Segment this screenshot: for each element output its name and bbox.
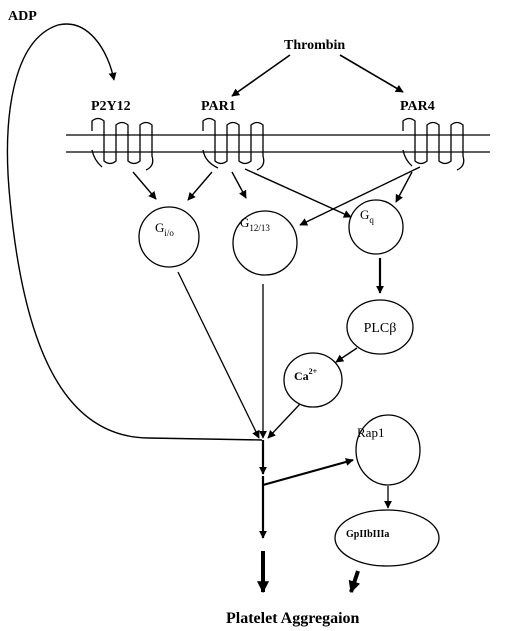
gq-label: Gq	[360, 207, 374, 225]
plcb-node	[346, 299, 414, 355]
ca-label-sup: 2+	[309, 367, 318, 376]
g1213-node	[232, 210, 298, 276]
platelet-aggregation-label: Platelet Aggregaion	[226, 610, 360, 627]
rap1-node	[355, 414, 421, 486]
cell-membrane	[66, 134, 490, 153]
adp-label: ADP	[8, 9, 37, 24]
par1-receptor-icon	[202, 117, 265, 171]
par4-receptor-icon	[402, 117, 465, 171]
gpiib-label: GpIIbIIIa	[346, 529, 389, 540]
ca-label: Ca2+	[294, 367, 318, 383]
gio-label-base: G	[155, 220, 164, 235]
gio-label-sub: i/o	[164, 228, 174, 238]
pathway-arrows	[6, 23, 421, 594]
gq-label-base: G	[360, 207, 369, 222]
gpiib-node	[334, 509, 440, 567]
rap1-label: Rap1	[357, 425, 384, 440]
gio-label: Gi/o	[155, 220, 174, 238]
gq-label-sub: q	[369, 215, 374, 225]
par4-label: PAR4	[400, 99, 435, 114]
ca-label-base: Ca	[294, 369, 309, 383]
g1213-label-sub: 12/13	[249, 223, 270, 233]
par1-label: PAR1	[201, 99, 236, 114]
g1213-label: G12/13	[240, 215, 270, 233]
gq-node	[348, 199, 404, 255]
ca-node	[283, 352, 343, 408]
gio-node	[138, 206, 200, 268]
plcb-label: PLCβ	[364, 321, 397, 336]
p2y12-label: P2Y12	[91, 99, 131, 114]
g1213-label-base: G	[240, 215, 249, 230]
p2y12-receptor-icon	[91, 117, 154, 171]
thrombin-label: Thrombin	[284, 38, 345, 53]
